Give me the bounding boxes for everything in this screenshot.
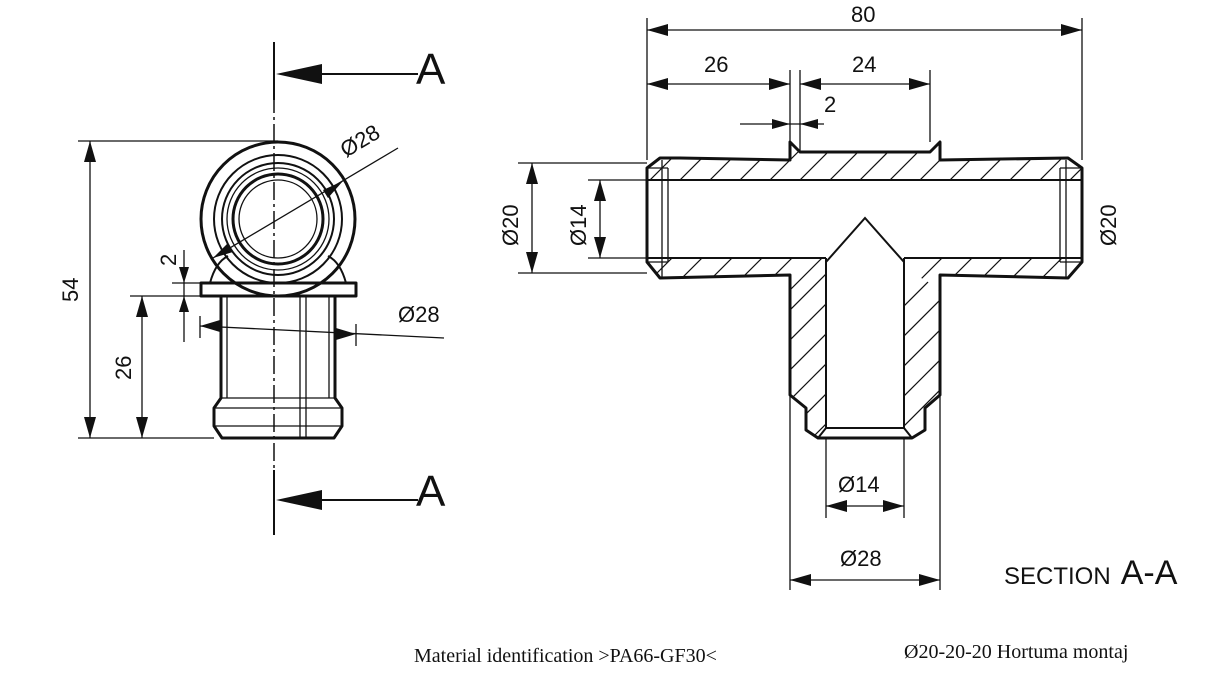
section-title-letter: A-A <box>1121 554 1178 592</box>
dim-wall-section: 2 <box>824 92 836 117</box>
hatch-branch-right <box>904 262 940 438</box>
dim-diameter-branch-outer: Ø28 <box>840 546 882 571</box>
dim-length-boss: 24 <box>852 52 876 77</box>
dim-length-total: 80 <box>851 2 875 27</box>
tee-outer-outline <box>645 140 1084 440</box>
section-view: 80 26 24 2 Ø20 Ø14 Ø20 <box>498 2 1178 592</box>
dim-wall-side: 2 <box>156 254 181 266</box>
dim-length-left: 26 <box>704 52 728 77</box>
hatch-branch-left <box>790 262 826 438</box>
section-arrow-bottom <box>276 490 322 510</box>
section-letter-bottom: A <box>416 467 446 516</box>
ring-chamfer <box>221 162 335 276</box>
material-note: Material identification >PA66-GF30< <box>414 645 717 667</box>
section-title-prefix: SECTION <box>1004 563 1111 590</box>
dim-diameter-run-inner: Ø14 <box>566 204 591 246</box>
dim-diameter-branch-inner: Ø14 <box>838 472 880 497</box>
dim-diameter-run-right: Ø20 <box>1096 204 1121 246</box>
dim-diameter-outer: Ø28 <box>336 119 385 162</box>
branch-bore <box>817 216 913 439</box>
branch-body <box>212 296 344 440</box>
part-note: Ø20-20-20 Hortuma montaj <box>904 641 1128 663</box>
dim-diameter-run-outer: Ø20 <box>498 204 523 246</box>
bore <box>231 172 325 266</box>
section-arrow-top <box>276 64 322 84</box>
dim-diameter-branch: Ø28 <box>398 302 440 327</box>
hatch-run-bottom <box>647 258 1082 292</box>
dim-height-branch: 26 <box>111 356 136 380</box>
hatch-run-top <box>647 142 1082 180</box>
dim-height-total: 54 <box>58 278 83 302</box>
section-title: SECTION A-A <box>1004 554 1178 592</box>
section-letter-top: A <box>416 45 446 94</box>
flange <box>199 281 358 298</box>
side-view: A A 54 26 <box>58 42 446 535</box>
